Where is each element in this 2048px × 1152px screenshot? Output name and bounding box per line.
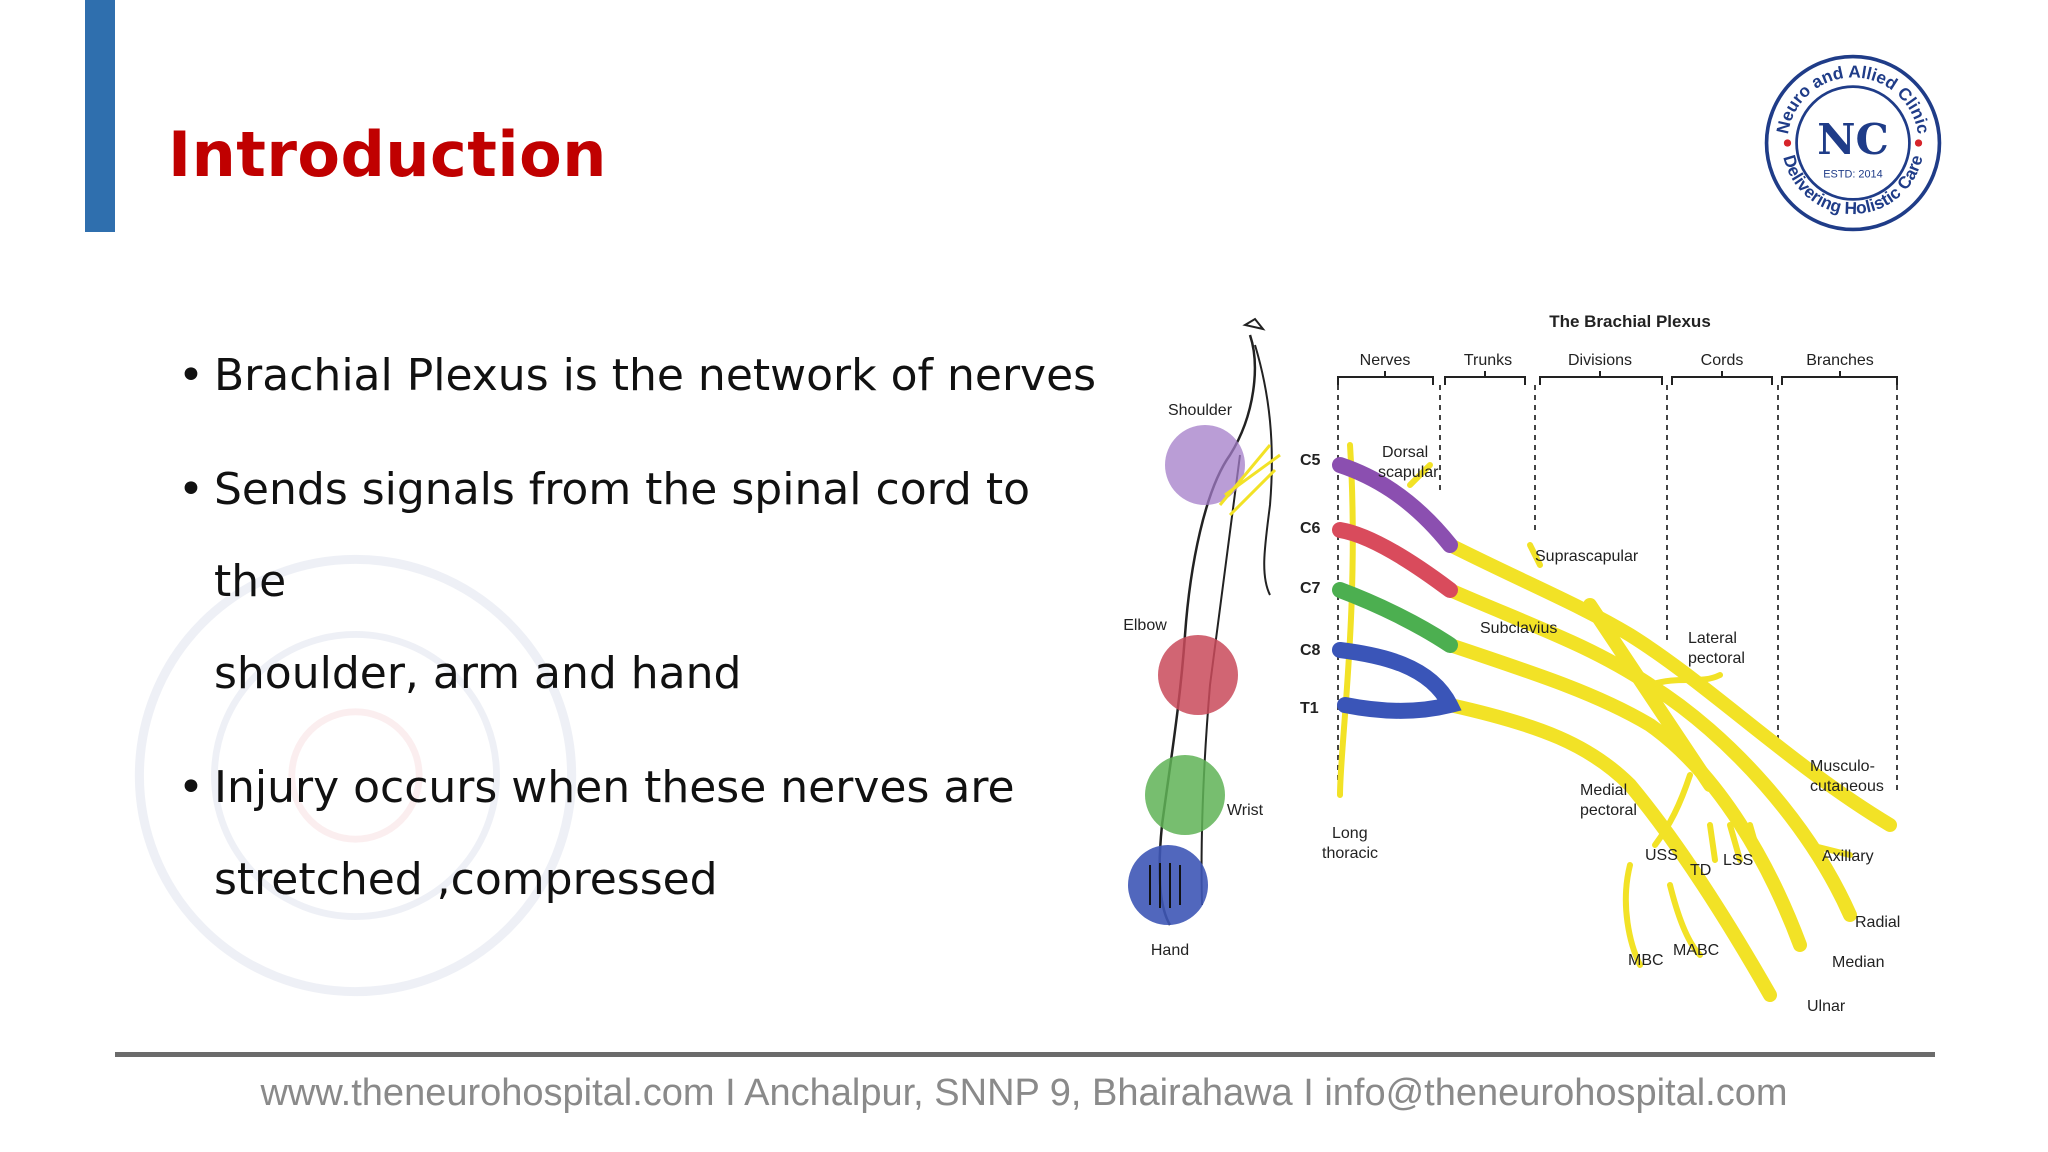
column-header: Cords <box>1701 352 1744 369</box>
nerve-label: USS <box>1645 847 1678 864</box>
nerve-label: pectoral <box>1688 650 1745 667</box>
column-header: Trunks <box>1464 352 1512 369</box>
root-label: C6 <box>1300 520 1321 537</box>
nerve-label: pectoral <box>1580 802 1637 819</box>
bullet-text: Injury occurs when these nerves are <box>214 762 1015 813</box>
nerve-label: Ulnar <box>1807 998 1846 1015</box>
column-headers: Nerves Trunks Divisions Cords Branches <box>1360 352 1874 369</box>
root-label: C7 <box>1300 580 1321 597</box>
diagram-title: The Brachial Plexus <box>1549 312 1711 331</box>
nerve-label: TD <box>1690 862 1711 879</box>
column-header: Divisions <box>1568 352 1632 369</box>
bullet-item: • Injury occurs when these nerves are st… <box>178 742 1098 926</box>
bullet-item: • Sends signals from the spinal cord to … <box>178 444 1098 720</box>
nerve-label: MBC <box>1628 952 1664 969</box>
footer-contact: www.theneurohospital.com I Anchalpur, SN… <box>260 1072 1788 1114</box>
nerve-label: Musculo- <box>1810 758 1875 775</box>
body-label: Shoulder <box>1168 402 1233 419</box>
body-label: Hand <box>1151 942 1189 959</box>
column-header: Nerves <box>1360 352 1411 369</box>
bullet-text: Sends signals from the spinal cord to th… <box>214 464 1031 607</box>
nerve-label: LSS <box>1723 852 1753 869</box>
root-label: T1 <box>1300 700 1319 717</box>
nerve-label: scapular <box>1378 464 1439 481</box>
wrist-circle <box>1145 755 1225 835</box>
bullet-dot: • <box>178 762 204 813</box>
nerve-label: Subclavius <box>1480 620 1557 637</box>
nerve-label: Axillary <box>1822 848 1874 865</box>
logo-estd: ESTD: 2014 <box>1823 169 1882 181</box>
clinic-logo: Neuro and Allied Clinic Delivering Holis… <box>1764 54 1942 232</box>
bullet-text: shoulder, arm and hand <box>214 648 742 699</box>
brachial-plexus-diagram: The Brachial Plexus Nerves Trunks Divisi… <box>1123 312 1900 1015</box>
shoulder-circle <box>1165 425 1245 505</box>
nerve-label: Long <box>1332 825 1368 842</box>
nerve-label: Dorsal <box>1382 444 1428 461</box>
nerve-label: cutaneous <box>1810 778 1884 795</box>
bullet-text: Brachial Plexus is the network of nerves <box>214 350 1097 401</box>
body-label: Elbow <box>1123 617 1167 634</box>
bullet-text: stretched ,compressed <box>214 854 718 905</box>
root-label: C5 <box>1300 452 1321 469</box>
accent-bar <box>85 0 115 232</box>
elbow-circle <box>1158 635 1238 715</box>
root-label: C8 <box>1300 642 1321 659</box>
nerve-label: MABC <box>1673 942 1719 959</box>
bullet-list: • Brachial Plexus is the network of nerv… <box>178 330 1098 948</box>
bullet-item: • Brachial Plexus is the network of nerv… <box>178 330 1098 422</box>
column-header: Branches <box>1806 352 1874 369</box>
nerve-label: Suprascapular <box>1535 548 1639 565</box>
nerve-label: Median <box>1832 954 1884 971</box>
nerve-label: Lateral <box>1688 630 1737 647</box>
nerve-label: Medial <box>1580 782 1627 799</box>
slide-title: Introduction <box>168 118 607 191</box>
bullet-dot: • <box>178 350 204 401</box>
hand-circle <box>1128 845 1208 925</box>
logo-watermark <box>134 554 577 997</box>
nerve-label: thoracic <box>1322 845 1378 862</box>
bullet-dot: • <box>178 464 204 515</box>
body-label: Wrist <box>1227 802 1264 819</box>
logo-monogram: NC <box>1817 115 1889 164</box>
footer-divider <box>115 1052 1935 1057</box>
nerve-label: Radial <box>1855 914 1900 931</box>
